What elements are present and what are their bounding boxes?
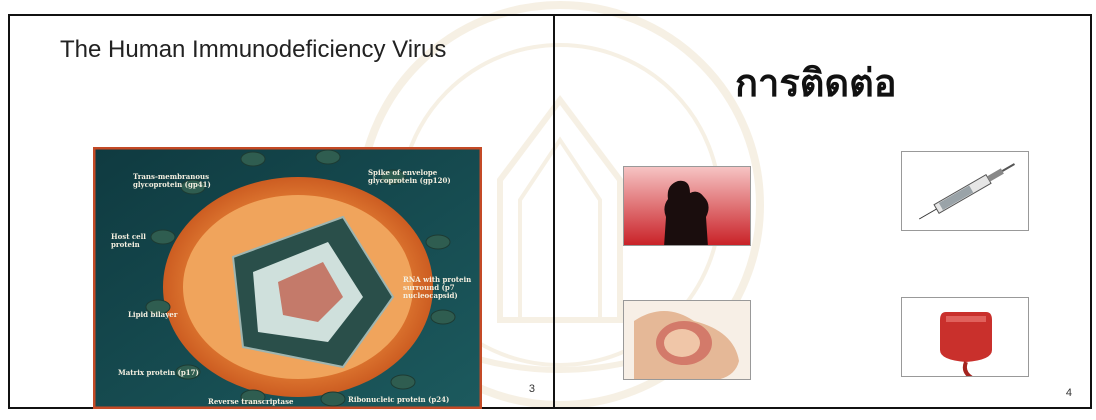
label-matrix: Matrix protein (p17) [118, 368, 199, 377]
label-lipid-bilayer: Lipid bilayer [128, 310, 178, 319]
slide-transmission: การติดต่อ [553, 14, 1092, 409]
label-host-cell-2: protein [111, 240, 140, 249]
slide-title: การติดต่อ [735, 52, 897, 113]
label-ribonucleic: Ribonucleic protein (p24) [348, 395, 449, 404]
label-trans-membranous-2: glycoprotein (gp41) [133, 180, 211, 189]
slide-title: The Human Immunodeficiency Virus [60, 36, 446, 64]
page-number: 3 [529, 383, 535, 395]
sexual-contact-image [623, 166, 751, 246]
syringe-image [901, 151, 1029, 231]
label-spike-2: glycoprotein (gp120) [368, 176, 451, 185]
hiv-virus-diagram: Trans-membranous glycoprotein (gp41) Spi… [93, 147, 482, 409]
slide-hiv: The Human Immunodeficiency Virus [8, 14, 555, 409]
page-number: 4 [1066, 387, 1072, 399]
label-reverse: Reverse transcriptase [208, 397, 294, 406]
mother-to-child-image [623, 300, 751, 380]
label-rna-3: nucleocapsid) [403, 291, 458, 300]
blood-bag-image [901, 297, 1029, 377]
